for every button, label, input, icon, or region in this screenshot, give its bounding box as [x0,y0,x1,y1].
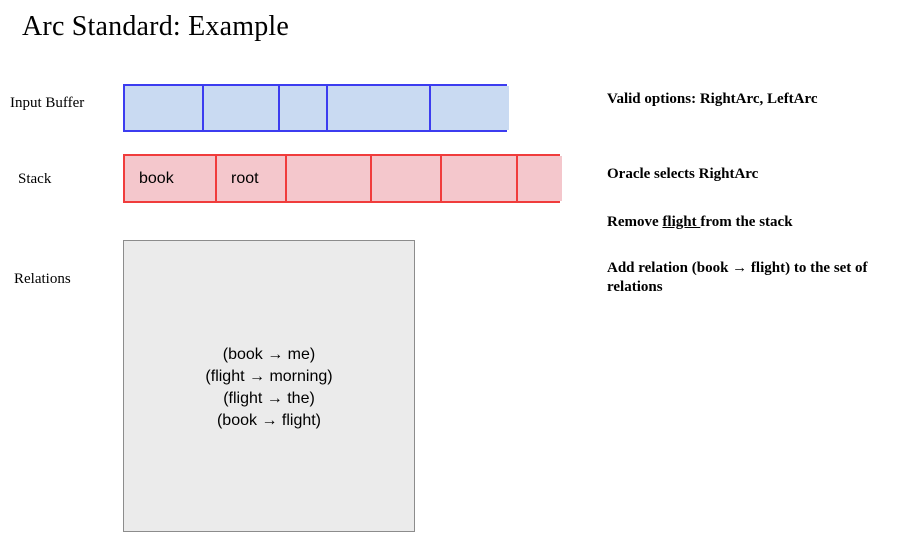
relations-list: (book → me) (flight → morning) (flight → t… [124,344,414,432]
note-add-relation: Add relation (book → flight) to the set … [607,260,868,295]
relations-label: Relations [14,271,71,287]
input-buffer-cell[interactable] [431,86,509,130]
input-buffer-strip [123,84,509,132]
note-remove-prefix: Remove [607,214,663,230]
relation-item: (book → me) [222,346,316,363]
stack-cell[interactable] [287,156,372,201]
note-remove-from-stack: Remove flight from the stack [607,213,897,232]
input-buffer-cell[interactable] [328,86,431,130]
note-remove-underlined-word: flight [662,214,701,230]
input-buffer-label: Input Buffer [10,95,85,111]
stack-cell[interactable] [442,156,518,201]
relation-item: (flight → the) [223,390,315,407]
stack-cell[interactable]: book [125,156,217,201]
stack-cell[interactable] [518,156,562,201]
stack-cell[interactable] [372,156,442,201]
note-oracle-selection: Oracle selects RightArc [607,166,759,182]
note-valid-options: Valid options: RightArc, LeftArc [607,91,818,107]
note-remove-suffix: from the stack [700,214,793,230]
input-buffer-cell[interactable] [280,86,328,130]
input-buffer-cell[interactable] [204,86,280,130]
page-title: Arc Standard: Example [22,11,290,42]
stack-label: Stack [18,171,52,187]
relation-item: (book → flight) [216,412,322,429]
relation-item: (flight → morning) [205,368,333,385]
input-buffer-cell[interactable] [125,86,204,130]
stack-cell[interactable]: root [217,156,287,201]
relations-box: (book → me) (flight → morning) (flight → t… [123,240,415,532]
